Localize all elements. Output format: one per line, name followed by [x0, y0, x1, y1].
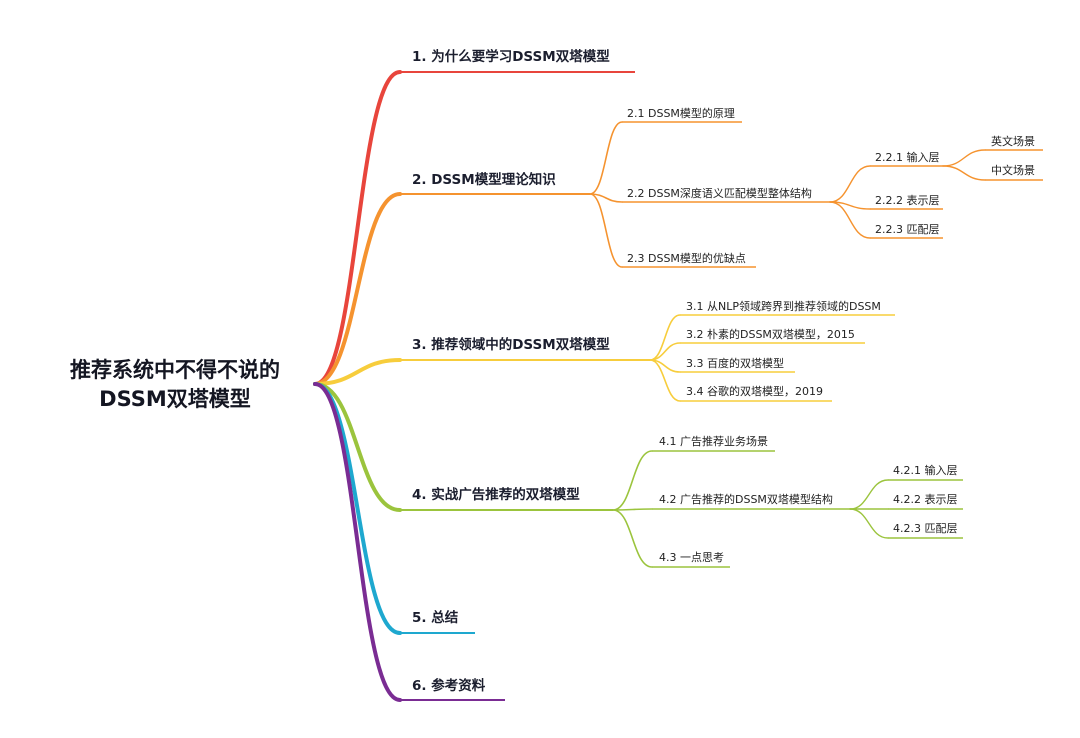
branch-4-label[interactable]: 4. 实战广告推荐的双塔模型: [412, 487, 580, 503]
node-2-2-1[interactable]: 2.2.1 输入层: [875, 151, 940, 164]
node-4-2-2[interactable]: 4.2.2 表示层: [893, 493, 958, 506]
connector-branch-3: [313, 358, 402, 386]
node-2-2-1-zh[interactable]: 中文场景: [991, 164, 1035, 177]
node-3-4[interactable]: 3.4 谷歌的双塔模型，2019: [686, 385, 823, 398]
connector-node-2-2-1-leaf-1: [942, 149, 986, 167]
connector-node-4-2: [612, 508, 653, 511]
node-2-3[interactable]: 2.3 DSSM模型的优缺点: [627, 252, 746, 265]
node-4-3[interactable]: 4.3 一点思考: [659, 551, 724, 564]
connector-node-3-4: [649, 359, 681, 402]
node-2-2-1-en[interactable]: 英文场景: [991, 135, 1035, 148]
node-2-2[interactable]: 2.2 DSSM深度语义匹配模型整体结构: [627, 187, 812, 200]
connector-node-2-2-3: [829, 201, 871, 239]
connector-branch-5: [313, 382, 402, 635]
connector-node-3-1: [649, 314, 681, 361]
branch-5-label[interactable]: 5. 总结: [412, 610, 459, 626]
connector-node-2-2: [589, 193, 623, 203]
node-2-1[interactable]: 2.1 DSSM模型的原理: [627, 107, 735, 120]
connector-node-4-3: [612, 509, 653, 568]
branch-1-label[interactable]: 1. 为什么要学习DSSM双塔模型: [412, 49, 610, 65]
node-2-2-2[interactable]: 2.2.2 表示层: [875, 194, 940, 207]
node-4-2-3[interactable]: 4.2.3 匹配层: [893, 522, 958, 535]
node-4-1[interactable]: 4.1 广告推荐业务场景: [659, 435, 768, 448]
connector-node-2-2-1-leaf-2: [942, 165, 986, 181]
connector-node-2-2-1: [829, 165, 871, 203]
node-4-2[interactable]: 4.2 广告推荐的DSSM双塔模型结构: [659, 493, 833, 506]
connector-branch-1: [313, 70, 402, 386]
node-3-2[interactable]: 3.2 朴素的DSSM双塔模型，2015: [686, 328, 855, 341]
connector-node-4-2-3: [849, 508, 889, 539]
connector-node-2-1: [589, 121, 623, 195]
connector-branch-4: [313, 382, 402, 512]
node-3-3[interactable]: 3.3 百度的双塔模型: [686, 357, 784, 370]
node-4-2-1[interactable]: 4.2.1 输入层: [893, 464, 958, 477]
root-title-line1: 推荐系统中不得不说的: [70, 358, 280, 382]
node-3-1[interactable]: 3.1 从NLP领域跨界到推荐领域的DSSM: [686, 300, 881, 313]
connector-node-4-2-1: [849, 479, 889, 510]
connector-branch-6: [313, 382, 402, 702]
branch-3-label[interactable]: 3. 推荐领域中的DSSM双塔模型: [412, 337, 610, 353]
connector-branch-2: [313, 192, 402, 386]
branch-6-label[interactable]: 6. 参考资料: [412, 678, 486, 694]
root-node[interactable]: 推荐系统中不得不说的 DSSM双塔模型: [40, 356, 310, 414]
node-2-2-3[interactable]: 2.2.3 匹配层: [875, 223, 940, 236]
connector-node-4-1: [612, 450, 653, 511]
branch-2-label[interactable]: 2. DSSM模型理论知识: [412, 172, 556, 188]
connector-node-2-3: [589, 193, 623, 268]
root-title-line2: DSSM双塔模型: [99, 387, 251, 411]
